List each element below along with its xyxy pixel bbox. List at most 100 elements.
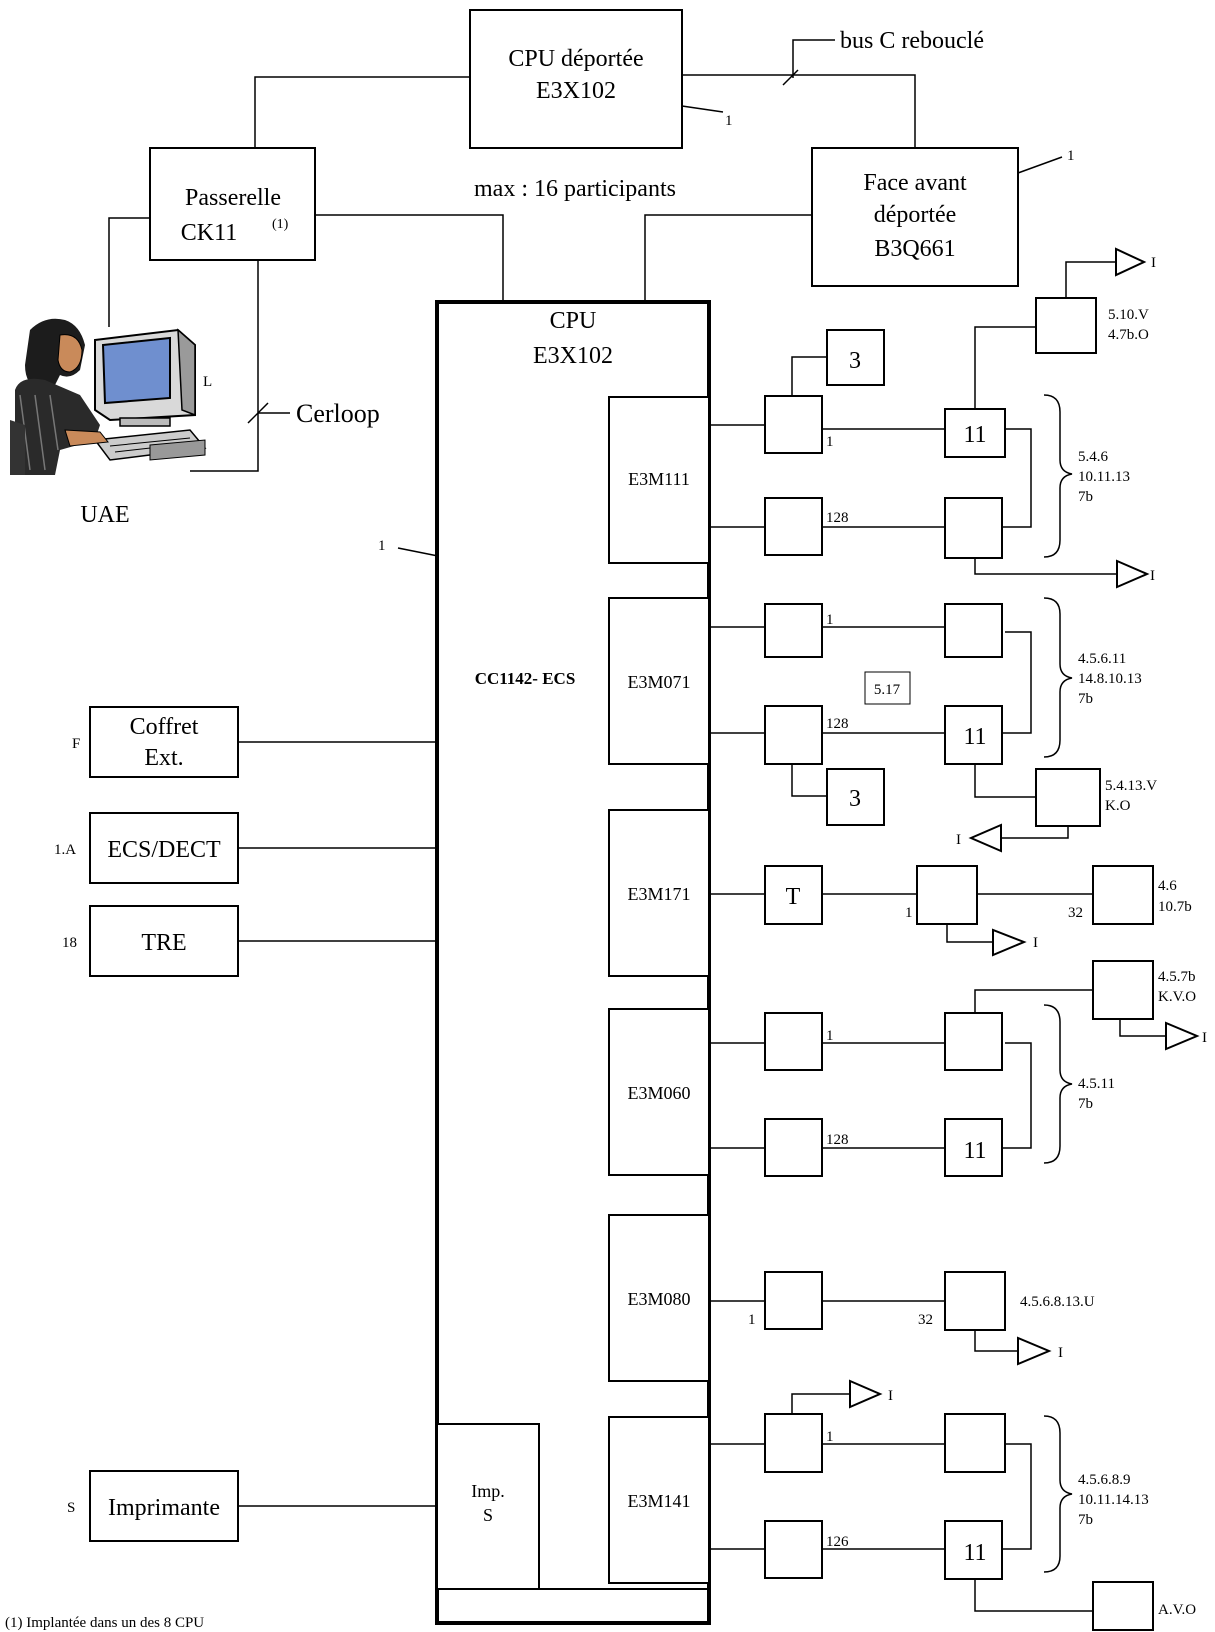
coffret-l1: Coffret	[130, 714, 199, 740]
cpu-title: CPU	[550, 308, 597, 334]
box-11-c	[944, 1118, 1003, 1177]
svg-text:4.5.6.8.13.U: 4.5.6.8.13.U	[1020, 1294, 1095, 1310]
triangle-3	[968, 823, 1002, 853]
face-avant-box	[811, 147, 1019, 287]
svg-text:I: I	[1033, 935, 1038, 951]
svg-text:7b: 7b	[1078, 691, 1093, 707]
triangle-7	[849, 1379, 883, 1409]
cpu-remote-box	[469, 9, 683, 149]
svg-text:3: 3	[849, 348, 861, 374]
node-box	[944, 497, 1003, 559]
uae-label: UAE	[80, 502, 129, 528]
box-11-a	[944, 408, 1006, 458]
svg-text:126: 126	[826, 1534, 849, 1550]
svg-text:1: 1	[748, 1312, 756, 1328]
node-box	[764, 1012, 823, 1071]
svg-text:11: 11	[963, 1540, 986, 1566]
node-box	[764, 705, 823, 765]
face-avant-l3: B3Q661	[874, 236, 955, 262]
node-box	[944, 1413, 1006, 1473]
cpu-remote-title: CPU déportée	[508, 46, 643, 72]
cerloop-label: Cerloop	[296, 399, 380, 428]
svg-text:32: 32	[1068, 905, 1083, 921]
svg-text:1: 1	[826, 1429, 834, 1445]
svg-text:3: 3	[849, 786, 861, 812]
svg-text:4.5.6.8.9: 4.5.6.8.9	[1078, 1472, 1131, 1488]
cpu-center-label: CC1142- ECS	[475, 669, 576, 688]
svg-text:128: 128	[826, 716, 849, 732]
ecs-dect-code: 1.A	[54, 842, 76, 858]
module-label: E3M060	[628, 1083, 691, 1103]
svg-text:5.10.V: 5.10.V	[1108, 307, 1149, 323]
imprimante-label: Imprimante	[108, 1495, 220, 1521]
cpu-remote-count: 1	[725, 113, 733, 129]
box-t	[764, 865, 823, 925]
node-box	[764, 1271, 823, 1330]
svg-text:5.17: 5.17	[874, 682, 901, 698]
coffret-box	[89, 706, 239, 778]
imp-box	[436, 1423, 540, 1590]
module-e3m071	[608, 597, 710, 765]
passerelle-model: CK11	[181, 220, 237, 246]
triangle-4	[992, 928, 1027, 957]
svg-text:4.5.7b: 4.5.7b	[1158, 969, 1196, 985]
module-e3m171	[608, 809, 710, 977]
svg-text:I: I	[956, 832, 961, 848]
module-e3m111	[608, 396, 710, 564]
passerelle-note: (1)	[272, 217, 289, 232]
bus-label: bus C rebouclé	[840, 28, 984, 54]
svg-text:11: 11	[963, 1138, 986, 1164]
tre-box	[89, 905, 239, 977]
node-box	[764, 1118, 823, 1177]
passerelle-title: Passerelle	[185, 185, 281, 211]
triangle-6	[1017, 1336, 1052, 1366]
svg-text:11: 11	[963, 422, 986, 448]
node-box	[944, 1271, 1006, 1331]
svg-text:1: 1	[826, 434, 834, 450]
node-box	[1092, 865, 1154, 925]
face-avant-count: 1	[1067, 148, 1075, 164]
svg-text:10.11.13: 10.11.13	[1078, 469, 1130, 485]
box-3-b	[826, 768, 885, 826]
module-label: E3M080	[628, 1289, 691, 1309]
imp-label-1: Imp.	[471, 1481, 505, 1501]
box-11-b	[944, 705, 1003, 765]
face-avant-l1: Face avant	[863, 170, 967, 196]
node-box	[944, 603, 1003, 658]
tre-code: 18	[62, 935, 77, 951]
passerelle-box	[149, 147, 316, 261]
svg-text:5.4.13.V: 5.4.13.V	[1105, 778, 1157, 794]
svg-text:I: I	[1151, 255, 1156, 271]
svg-text:I: I	[1058, 1345, 1063, 1361]
svg-text:128: 128	[826, 510, 849, 526]
triangle-1	[1115, 247, 1147, 277]
svg-text:10.11.14.13: 10.11.14.13	[1078, 1492, 1149, 1508]
connectors	[108, 39, 1166, 1612]
imp-label-2: S	[483, 1505, 493, 1525]
node-box	[764, 603, 823, 658]
node-box	[1092, 1581, 1154, 1631]
imprimante-box	[89, 1470, 239, 1542]
node-box	[764, 395, 823, 454]
box-5-17	[864, 671, 911, 705]
module-label: E3M071	[628, 672, 691, 692]
tre-label: TRE	[141, 930, 186, 956]
coffret-code: F	[72, 736, 80, 752]
node-box	[944, 1012, 1003, 1071]
svg-text:I: I	[888, 1388, 893, 1404]
svg-text:7b: 7b	[1078, 1512, 1093, 1528]
max-participants: max : 16 participants	[474, 176, 676, 202]
workstation-icon	[10, 318, 207, 475]
module-label: E3M171	[628, 884, 691, 904]
node-box	[1035, 297, 1097, 354]
triangle-5	[1165, 1021, 1200, 1051]
svg-text:1: 1	[826, 612, 834, 628]
module-label: E3M141	[628, 1491, 691, 1511]
face-avant-l2: déportée	[874, 202, 957, 228]
svg-text:1: 1	[826, 1028, 834, 1044]
node-box	[764, 1520, 823, 1579]
node-box	[764, 497, 823, 556]
node-box	[764, 1413, 823, 1473]
svg-text:10.7b: 10.7b	[1158, 899, 1192, 915]
